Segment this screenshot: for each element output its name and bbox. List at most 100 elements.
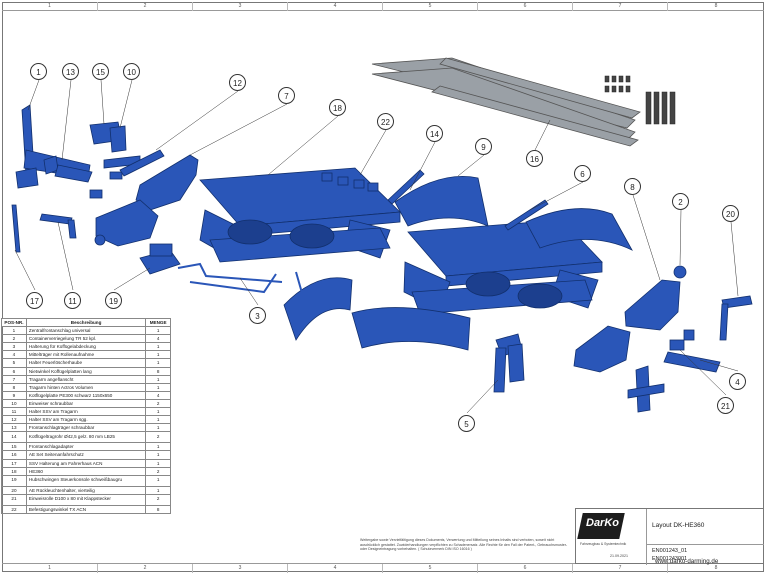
- cell-qty: 2: [145, 398, 171, 409]
- cell-qty: 1: [145, 458, 171, 468]
- callout-2: 2: [672, 193, 689, 210]
- cell-desc: Kotflügeltragrohr Ø42,5 gelz. 80 mm LB25: [25, 431, 147, 444]
- cell-desc: Zentralfrontanschlag universal: [25, 326, 147, 336]
- part-16-side-guard: [371, 57, 641, 147]
- ruler-cell: 1: [48, 565, 51, 571]
- part-9-fender: [283, 277, 353, 341]
- cell-pos: 11: [1, 407, 27, 417]
- drawing-number-2: EN001243001: [652, 556, 688, 562]
- callout-14: 14: [426, 125, 443, 142]
- cell-qty: 1: [145, 474, 171, 487]
- ruler-cell: 2: [97, 2, 192, 11]
- cell-pos: 5: [1, 358, 27, 368]
- part-2-container-lock: [673, 265, 687, 279]
- ruler-cell: 6: [477, 564, 572, 573]
- ruler-cell: 3: [192, 564, 287, 573]
- cell-qty: 1: [145, 450, 171, 460]
- cell-pos: 10: [1, 398, 27, 409]
- header-description: Beschreibung: [25, 317, 147, 328]
- part-18-he360-upper: [199, 167, 401, 263]
- cell-pos: 17: [1, 458, 27, 468]
- part-8-rear-support-arm: [624, 279, 681, 331]
- cell-pos: 21: [1, 493, 27, 506]
- cell-desc: Befestigungswinkel TX ACN: [25, 504, 147, 514]
- cell-pos: 7: [1, 374, 27, 384]
- darko-logo: DarKo: [586, 517, 620, 529]
- ruler-cell: 5: [382, 564, 477, 573]
- cell-desc: Tragarm hinten Actros Volumen: [25, 382, 147, 392]
- cell-pos: 6: [1, 366, 27, 376]
- cell-desc: AE Set Seitenanfahrschutz: [25, 450, 147, 460]
- cell-pos: 19: [1, 474, 27, 487]
- cell-qty: 1: [145, 382, 171, 392]
- cell-qty: 2: [145, 466, 171, 476]
- callout-9: 9: [475, 138, 492, 155]
- callout-1: 1: [30, 63, 47, 80]
- cell-pos: 1: [1, 326, 27, 336]
- cell-desc: SSV Halterung am Fahrerhaus ACN: [25, 458, 147, 468]
- cell-desc: Containerverriegelung TR 52 kpl.: [25, 334, 147, 344]
- cell-qty: 4: [145, 334, 171, 344]
- part-front-bracket: [95, 199, 159, 247]
- callout-8: 8: [624, 178, 641, 195]
- cell-qty: 4: [145, 390, 171, 400]
- callout-17: 17: [26, 292, 43, 309]
- part-9-fender: [351, 307, 471, 351]
- part-22-mounting-brackets: [321, 172, 379, 192]
- drawing-number-1: EN001243_01: [652, 548, 688, 554]
- callout-5: 5: [458, 415, 475, 432]
- ruler-cell: 8: [667, 564, 764, 573]
- callout-16: 16: [526, 150, 543, 167]
- part-11-ssv-holder: [39, 213, 73, 225]
- cell-pos: 14: [1, 431, 27, 444]
- cell-qty: 1: [145, 326, 171, 336]
- cell-qty: 1: [145, 442, 171, 452]
- callout-10: 10: [123, 63, 140, 80]
- table-header-row: POS-NR. Beschreibung MENGE: [1, 317, 171, 328]
- callout-22: 22: [377, 113, 394, 130]
- callout-18: 18: [329, 99, 346, 116]
- ruler-cell: 7: [572, 564, 667, 573]
- cell-desc: Mittelträger mit Rollenaufnahme: [25, 350, 147, 360]
- cell-qty: 1: [145, 374, 171, 384]
- top-ruler: 1 2 3 4 5 6 7 8: [2, 2, 764, 11]
- ruler-cell: 2: [97, 564, 192, 573]
- cell-qty: 8: [145, 504, 171, 514]
- cell-desc: Halter SSV am Tragarm: [25, 407, 147, 417]
- header-quantity: MENGE: [145, 317, 171, 328]
- cell-desc: HE360: [25, 466, 147, 476]
- callout-4: 4: [729, 373, 746, 390]
- cell-qty: 1: [145, 407, 171, 417]
- ruler-cell: 8: [667, 2, 764, 11]
- callout-15: 15: [92, 63, 109, 80]
- ruler-cell: 7: [572, 2, 667, 11]
- callout-11: 11: [64, 292, 81, 309]
- cell-qty: 1: [145, 358, 171, 368]
- cell-qty: 1: [145, 423, 171, 433]
- part-9-fender: [394, 176, 489, 227]
- callout-3: 3: [249, 307, 266, 324]
- cell-pos: 12: [1, 415, 27, 425]
- leader-lines: [14, 79, 739, 414]
- ruler-cell: 4: [287, 2, 382, 11]
